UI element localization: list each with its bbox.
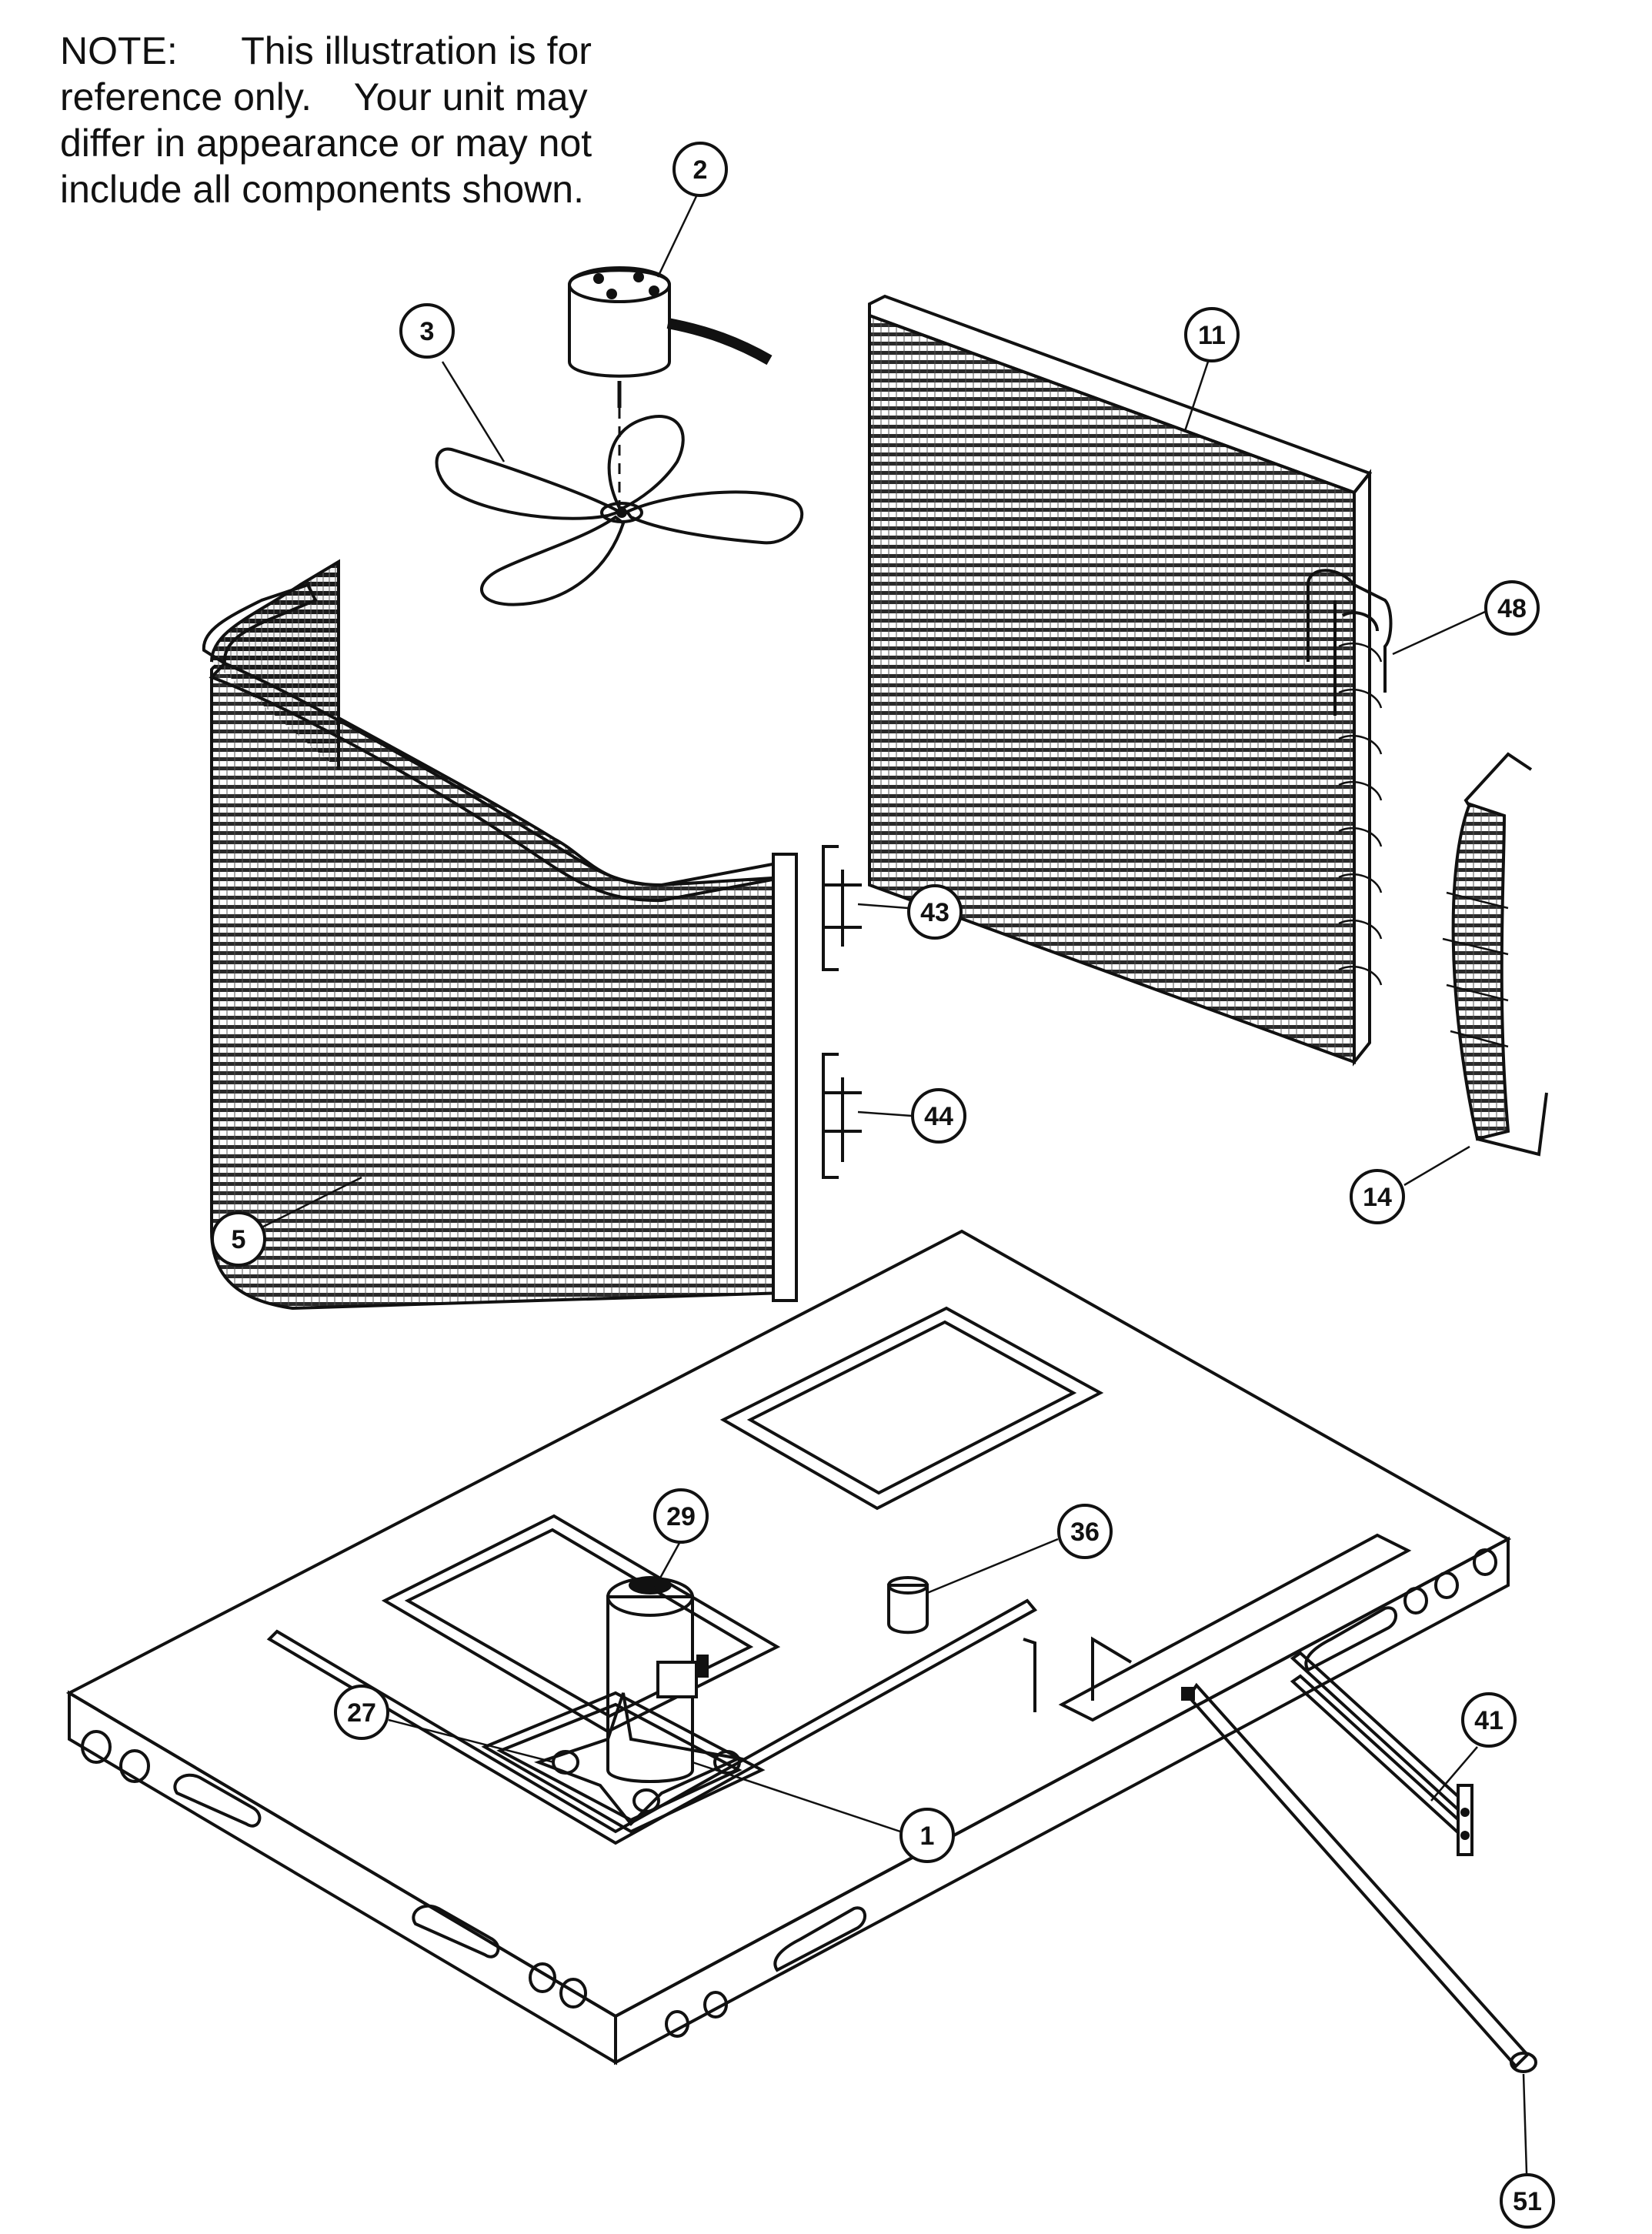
callout-44: 44: [911, 1088, 966, 1144]
callout-48: 48: [1484, 580, 1540, 636]
base-pan: [65, 1229, 1512, 2065]
note-line-1: NOTE: This illustration is for: [60, 29, 592, 72]
callout-36: 36: [1057, 1504, 1113, 1559]
note-line-2: reference only. Your unit may: [60, 75, 588, 119]
callout-36-label: 36: [1070, 1518, 1100, 1547]
condenser-coil-u: [202, 559, 798, 1311]
condenser-coil-flat: [868, 294, 1373, 1067]
callout-27: 27: [334, 1685, 389, 1740]
callout-5-label: 5: [232, 1225, 246, 1254]
callout-51: 51: [1500, 2173, 1555, 2229]
coil-bracket-44: [822, 1053, 862, 1179]
callout-41: 41: [1461, 1692, 1517, 1748]
callout-14: 14: [1350, 1169, 1405, 1224]
callout-14-label: 14: [1363, 1183, 1392, 1212]
callout-5: 5: [211, 1211, 266, 1267]
callout-1: 1: [899, 1808, 955, 1863]
callout-51-label: 51: [1513, 2187, 1542, 2216]
note-line-3: differ in appearance or may not: [60, 122, 592, 165]
callout-3: 3: [399, 303, 455, 359]
callout-11: 11: [1184, 307, 1240, 362]
coil-bracket-43: [822, 845, 862, 971]
note-line-4: include all components shown.: [60, 168, 584, 211]
callout-3-label: 3: [420, 317, 435, 346]
callout-2: 2: [672, 142, 728, 197]
capacitor: [887, 1576, 929, 1635]
callout-29: 29: [653, 1488, 709, 1544]
line-tubes: [1181, 1651, 1537, 2073]
leader-lines: [261, 195, 1529, 2198]
compressor: [534, 1576, 744, 1826]
callout-2-label: 2: [693, 155, 708, 185]
callout-27-label: 27: [347, 1698, 376, 1728]
callout-44-label: 44: [924, 1102, 953, 1131]
callout-43-label: 43: [920, 898, 949, 927]
fan-motor: [568, 266, 773, 508]
callout-41-label: 41: [1474, 1706, 1503, 1735]
callout-48-label: 48: [1497, 594, 1527, 623]
callout-11-label: 11: [1198, 321, 1226, 350]
callout-1-label: 1: [920, 1822, 935, 1851]
coil-guard: [1442, 752, 1548, 1157]
tube-return-bends: [1307, 569, 1393, 986]
reference-note: NOTE: This illustration is for reference…: [60, 28, 645, 212]
callout-29-label: 29: [666, 1502, 696, 1531]
callout-43: 43: [907, 884, 963, 940]
fan-blade: [435, 415, 804, 606]
